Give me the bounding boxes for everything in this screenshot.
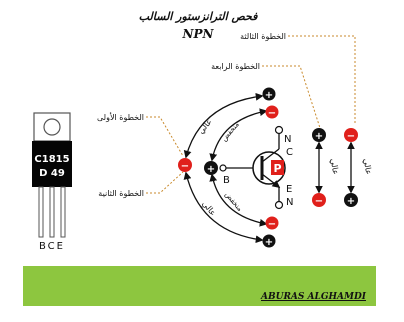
probe-ce1-red-bottom: −	[312, 193, 326, 207]
svg-text:−: −	[347, 131, 355, 142]
page-subtitle: NPN	[182, 27, 214, 41]
reading-high-lower: عالي	[200, 199, 217, 217]
probe-ce2-red-top: −	[344, 128, 358, 142]
svg-text:+: +	[207, 164, 215, 175]
reading-high-upper: عالي	[196, 117, 213, 135]
svg-text:+: +	[265, 90, 273, 101]
probe-top-black: +	[262, 87, 276, 101]
center-letter-p: P	[273, 162, 281, 175]
package-marking-1: C1815	[34, 154, 69, 165]
page-title: فحص الترانزستور السالب	[138, 10, 258, 23]
svg-text:−: −	[315, 196, 323, 207]
step-third-label: الخطوة الثالثة	[240, 32, 286, 41]
reading-low-lower: منخفض	[223, 191, 244, 214]
svg-text:−: −	[181, 161, 189, 172]
svg-text:+: +	[315, 131, 323, 142]
ce-check-arrows	[315, 141, 355, 194]
author-credit: ABURAS ALGHAMDI	[261, 292, 366, 302]
leader-lines	[146, 35, 356, 194]
footer-bar: ABURAS ALGHAMDI	[23, 266, 376, 306]
reading-ce-high-1: عالي	[329, 158, 341, 176]
label-b: B	[223, 175, 230, 186]
collector-terminal	[274, 125, 284, 135]
label-n-bottom: N	[286, 197, 293, 208]
reading-low-upper: منخفض	[220, 120, 241, 143]
step-fourth-label: الخطوة الرابعة	[211, 62, 260, 71]
probe-base-black: +	[204, 161, 218, 175]
reading-ce-high-2: عالي	[362, 158, 374, 176]
label-e: E	[286, 184, 292, 195]
emitter-terminal	[274, 200, 284, 210]
base-terminal	[219, 164, 227, 172]
probe-bottom-red: −	[265, 216, 279, 230]
probe-bottom-black: +	[262, 234, 276, 248]
npn-transistor-symbol: P	[219, 125, 286, 210]
label-n-top: N	[284, 134, 291, 145]
svg-text:+: +	[265, 237, 273, 248]
step-first-label: الخطوة الأولى	[97, 112, 144, 122]
probe-ce1-black-top: +	[312, 128, 326, 142]
probe-top-red: −	[265, 105, 279, 119]
inner-arcs	[209, 108, 268, 227]
svg-text:−: −	[268, 219, 276, 230]
step-second-label: الخطوة الثانية	[98, 189, 144, 198]
probe-left-red: −	[178, 158, 192, 172]
package-marking-2: D 49	[39, 168, 65, 179]
pin-labels: BCE	[39, 241, 65, 252]
transistor-package: C1815 D 49 BCE	[32, 112, 72, 252]
label-c: C	[286, 147, 293, 158]
svg-text:+: +	[347, 196, 355, 207]
probe-ce2-black-bottom: +	[344, 193, 358, 207]
svg-text:−: −	[268, 108, 276, 119]
